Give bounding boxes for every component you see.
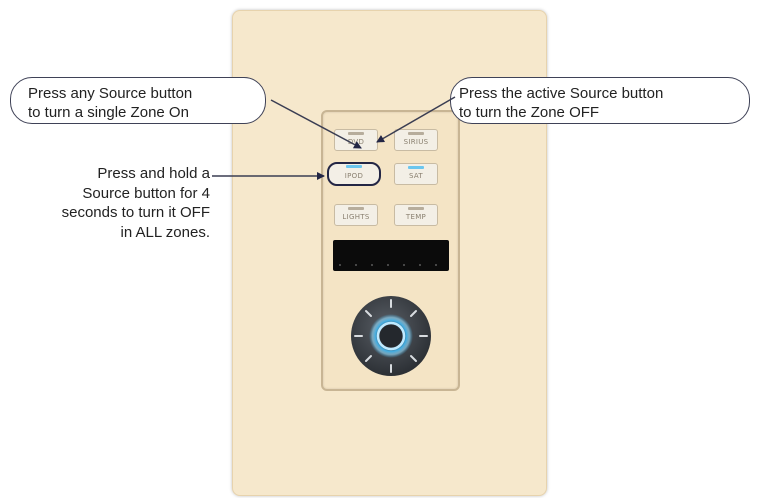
display-dot	[419, 264, 421, 266]
lcd-display	[333, 240, 449, 271]
callout-line: Press the active Source button	[459, 85, 664, 102]
display-dot	[355, 264, 357, 266]
callout-single-zone-on: Press any Source button to turn a single…	[10, 77, 266, 124]
led-indicator	[348, 207, 364, 210]
callout-zone-off: Press the active Source button to turn t…	[450, 77, 750, 124]
hold-instruction-line: in ALL zones.	[120, 223, 210, 241]
sat-button[interactable]: SAT	[394, 163, 438, 185]
ipod-button[interactable]: IPOD	[327, 162, 381, 186]
knob-tick-marks	[354, 299, 428, 373]
button-label: LIGHTS	[342, 213, 370, 221]
hold-instruction: Press and hold a Source button for 4 sec…	[4, 164, 210, 242]
display-dot	[435, 264, 437, 266]
hold-instruction-line: Press and hold a	[97, 165, 210, 182]
display-dot	[403, 264, 405, 266]
display-dot	[339, 264, 341, 266]
hold-instruction-line: Source button for 4	[82, 184, 210, 202]
temp-button[interactable]: TEMP	[394, 204, 438, 226]
led-indicator	[408, 207, 424, 210]
lights-button[interactable]: LIGHTS	[334, 204, 378, 226]
display-dot	[371, 264, 373, 266]
knob-ring	[376, 321, 406, 351]
display-dot	[387, 264, 389, 266]
rotary-knob[interactable]	[345, 290, 437, 382]
button-label: SIRIUS	[403, 138, 429, 146]
led-indicator	[346, 165, 362, 168]
callout-line: to turn a single Zone On	[28, 104, 189, 121]
button-label: SAT	[409, 172, 423, 180]
button-label: IPOD	[344, 172, 364, 180]
led-indicator	[408, 132, 424, 135]
callout-line: to turn the Zone OFF	[459, 104, 600, 121]
button-label: DVD	[347, 138, 365, 146]
hold-instruction-line: seconds to turn it OFF	[61, 204, 210, 221]
knob-center-button[interactable]	[379, 324, 403, 348]
sirius-button[interactable]: SIRIUS	[394, 129, 438, 151]
led-indicator	[408, 166, 424, 169]
dvd-button[interactable]: DVD	[334, 129, 378, 151]
led-indicator	[348, 132, 364, 135]
callout-line: Press any Source button	[28, 85, 193, 102]
button-label: TEMP	[405, 213, 427, 221]
